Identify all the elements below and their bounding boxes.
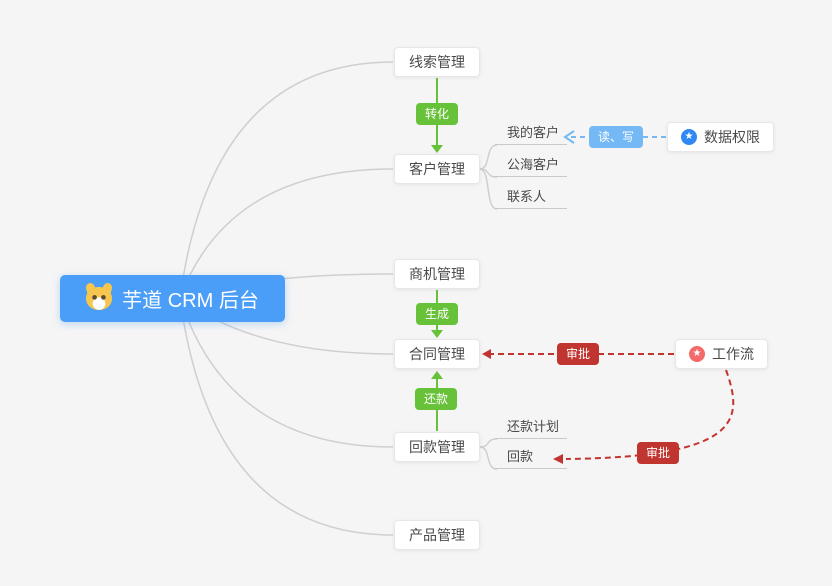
branch-node-product: 产品管理 — [394, 520, 480, 550]
arrow-generate-head — [431, 330, 443, 338]
branch-label-customer: 客户管理 — [409, 161, 465, 177]
wire-customer-my — [479, 144, 498, 170]
wire-root-product — [179, 297, 394, 536]
arrow-approve-receivable-head — [553, 454, 563, 464]
side-node-data-permission: ★ 数据权限 — [667, 122, 774, 152]
branch-node-contract: 合同管理 — [394, 339, 480, 369]
badge-convert: 转化 — [415, 103, 459, 125]
leaf-receivable-item: 回款 — [495, 447, 567, 469]
wire-receivable-plan — [479, 438, 498, 448]
leaf-my-customer: 我的客户 — [495, 123, 567, 145]
arrow-approve-contract-head — [482, 349, 491, 359]
badge-repay: 还款 — [414, 388, 458, 410]
side-node-data-permission-label: 数据权限 — [704, 129, 760, 145]
branch-label-business: 商机管理 — [409, 266, 465, 282]
root-node-label: 芋道 CRM 后台 — [122, 290, 259, 312]
arrow-repay-head — [431, 371, 443, 379]
wire-root-customer — [179, 168, 394, 299]
arrow-convert-head — [431, 145, 443, 153]
branch-node-business: 商机管理 — [394, 259, 480, 289]
root-node: 芋道 CRM 后台 — [60, 275, 285, 322]
leaf-public-customer: 公海客户 — [495, 155, 567, 177]
badge-read-write: 读、写 — [588, 126, 644, 148]
wire-root-clue — [179, 61, 394, 299]
arrow-readwrite-head — [563, 130, 575, 144]
branch-label-receivable: 回款管理 — [409, 439, 465, 455]
branch-node-receivable: 回款管理 — [394, 432, 480, 462]
wire-customer-contact — [479, 168, 498, 210]
branch-label-contract: 合同管理 — [409, 346, 465, 362]
leaf-repay-plan: 还款计划 — [495, 417, 567, 439]
badge-generate: 生成 — [415, 303, 459, 325]
wire-receivable-item — [479, 446, 498, 470]
branch-label-product: 产品管理 — [409, 527, 465, 543]
leaf-contact: 联系人 — [495, 187, 567, 209]
side-node-workflow: ★ 工作流 — [675, 339, 768, 369]
star-circle-blue-icon: ★ — [681, 129, 697, 145]
badge-approve-receivable: 审批 — [636, 442, 680, 464]
wire-root-receivable — [179, 297, 394, 448]
branch-node-customer: 客户管理 — [394, 154, 480, 184]
dog-logo-icon — [86, 287, 113, 310]
branch-node-clue: 线索管理 — [394, 47, 480, 77]
star-circle-pink-icon: ★ — [689, 346, 705, 362]
badge-approve-contract: 审批 — [556, 343, 600, 365]
side-node-workflow-label: 工作流 — [712, 346, 754, 362]
branch-label-clue: 线索管理 — [409, 54, 465, 70]
